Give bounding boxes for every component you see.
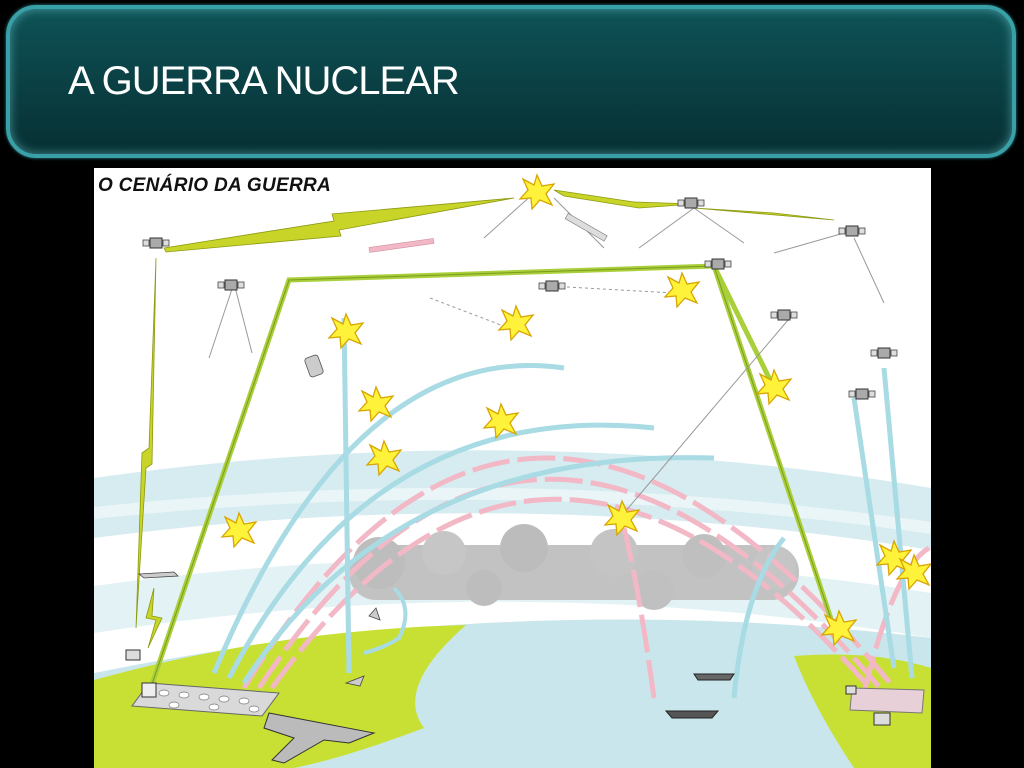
slide-title: A GUERRA NUCLEAR (68, 59, 460, 103)
satellite-icon (217, 279, 245, 291)
satellite-icon (142, 237, 170, 249)
aircraft-icon (137, 571, 381, 764)
satellite-links (208, 192, 885, 514)
river (394, 708, 483, 768)
satellite-icon (838, 225, 866, 237)
interceptor-trajectory-low (363, 586, 408, 655)
missile-silo-icon (131, 682, 280, 717)
ship-icon (664, 673, 735, 719)
laser-beam-edges (148, 265, 835, 694)
satellite-icon (848, 388, 876, 400)
interceptor-trajectories (211, 317, 915, 699)
cloud-icon (349, 524, 799, 610)
scene-svg (94, 174, 931, 768)
land-left (94, 625, 466, 768)
land-right (794, 654, 931, 768)
satellite-icon (870, 347, 898, 359)
satellite-icon (770, 309, 798, 321)
illustration-label: O CENÁRIO DA GUERRA (98, 175, 332, 196)
satellite-icon (677, 197, 705, 209)
war-scenario-illustration: O CENÁRIO DA GUERRA (94, 168, 931, 768)
radar-icon (125, 649, 891, 726)
missile-silo-icon (849, 687, 925, 714)
missile-icon (304, 212, 608, 378)
lightning-icon (135, 189, 835, 649)
title-bar: A GUERRA NUCLEAR (6, 5, 1016, 158)
satellite-icon (538, 280, 566, 292)
missile-trajectories (241, 455, 931, 699)
